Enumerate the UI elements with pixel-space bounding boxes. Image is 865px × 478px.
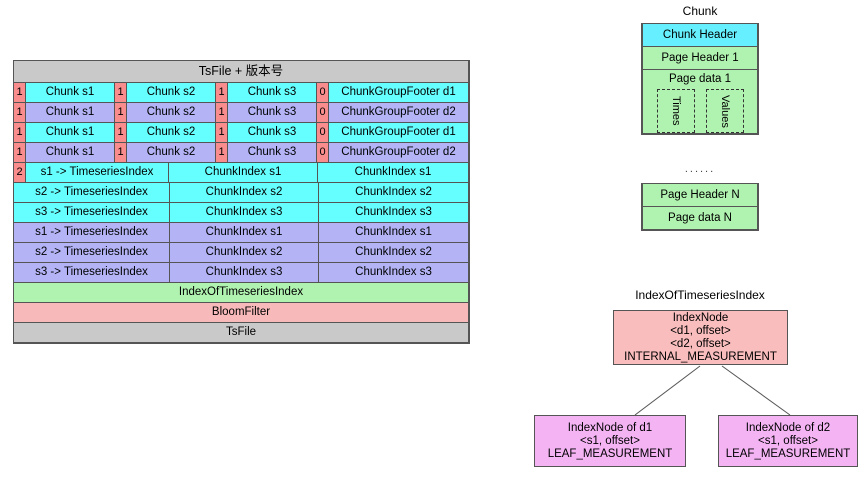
root-line-2: <d1, offset> — [670, 324, 731, 337]
tsfile-footer-row: BloomFilter — [13, 302, 469, 323]
chunk-cell: Chunk s2 — [126, 122, 216, 143]
root-line-1: IndexNode — [672, 311, 729, 324]
page-data-1-label: Page data 1 — [668, 73, 732, 85]
chunk-index-cell-b: ChunkIndex s3 — [318, 202, 469, 223]
page-data-n-cell: Page data N — [642, 206, 758, 230]
chunk-index-cell-a: ChunkIndex s3 — [169, 262, 319, 283]
tsfile-footer-row: IndexOfTimeseriesIndex — [13, 282, 469, 303]
chunkgroup-footer-cell: ChunkGroupFooter d2 — [328, 102, 469, 123]
chunk-cell: Chunk s3 — [227, 142, 317, 163]
tsfile-footer-cell: BloomFilter — [13, 302, 469, 323]
chunk-diagram-title: Chunk — [682, 4, 718, 18]
leaf-d1-line-1: IndexNode of d1 — [567, 421, 653, 434]
values-block: Values — [705, 89, 744, 133]
leaf-d2-line-2: <s1, offset> — [758, 434, 818, 447]
chunk-cell: Chunk s2 — [126, 102, 216, 123]
page-data-1-cell: Page data 1 Times Values — [642, 69, 758, 134]
timeseries-index-cell: s3 -> TimeseriesIndex — [13, 262, 170, 283]
page-data-1-subblocks: Times Values — [643, 86, 757, 133]
chunk-box: Chunk Header Page Header 1 Page data 1 T… — [641, 23, 759, 135]
tsfile-footer-cell: TsFile — [13, 322, 469, 343]
tsfile-footer-row: TsFile — [13, 322, 469, 343]
chunk-index-cell-a: ChunkIndex s2 — [169, 242, 319, 263]
page-header-n-cell: Page Header N — [642, 183, 758, 207]
chunk-index-cell-b: ChunkIndex s1 — [318, 222, 469, 243]
leaf-d2-line-3: LEAF_MEASUREMENT — [725, 447, 851, 460]
timeseries-index-cell: s3 -> TimeseriesIndex — [13, 202, 170, 223]
root-line-3: <d2, offset> — [670, 337, 731, 350]
times-label: Times — [670, 96, 682, 126]
chunk-index-cell-a: ChunkIndex s1 — [168, 162, 318, 183]
chunk-index-cell-b: ChunkIndex s3 — [318, 262, 469, 283]
index-node-leaf-d2: IndexNode of d2 <s1, offset> LEAF_MEASUR… — [718, 415, 858, 467]
leaf-d1-line-3: LEAF_MEASUREMENT — [547, 447, 673, 460]
chunk-index-cell-a: ChunkIndex s3 — [169, 202, 319, 223]
chunkgroup-footer-cell: ChunkGroupFooter d1 — [328, 122, 469, 143]
chunk-index-cell-b: ChunkIndex s2 — [318, 182, 469, 203]
chunk-cell: Chunk s1 — [25, 102, 115, 123]
chunk-cell: Chunk s1 — [25, 82, 115, 103]
values-label: Values — [719, 94, 731, 128]
chunk-ellipsis: ...... — [684, 163, 716, 175]
leaf-d1-line-2: <s1, offset> — [580, 434, 640, 447]
chunk-cell: Chunk s2 — [126, 82, 216, 103]
tsfile-title-cell: TsFile + 版本号 — [13, 60, 469, 83]
timeseries-index-cell: s1 -> TimeseriesIndex — [13, 222, 170, 243]
timeseries-index-cell: s2 -> TimeseriesIndex — [13, 182, 170, 203]
chunk-index-cell-a: ChunkIndex s1 — [169, 222, 319, 243]
index-tree-title: IndexOfTimeseriesIndex — [635, 288, 765, 302]
chunk-header-cell: Chunk Header — [642, 23, 758, 47]
chunk-index-cell-b: ChunkIndex s1 — [317, 162, 469, 183]
leaf-d2-line-1: IndexNode of d2 — [745, 421, 831, 434]
page-header-1-cell: Page Header 1 — [642, 46, 758, 70]
index-node-root: IndexNode <d1, offset> <d2, offset> INTE… — [613, 310, 788, 365]
chunk-cell: Chunk s3 — [227, 82, 317, 103]
chunk-box-tail: Page Header N Page data N — [641, 183, 759, 231]
root-line-4: INTERNAL_MEASUREMENT — [624, 350, 777, 363]
index-node-leaf-d1: IndexNode of d1 <s1, offset> LEAF_MEASUR… — [534, 415, 686, 467]
chunk-cell: Chunk s3 — [227, 102, 317, 123]
times-block: Times — [656, 89, 695, 133]
chunk-cell: Chunk s2 — [126, 142, 216, 163]
chunk-cell: Chunk s1 — [25, 142, 115, 163]
chunk-index-cell-b: ChunkIndex s2 — [318, 242, 469, 263]
tsfile-title-row: TsFile + 版本号 — [13, 60, 469, 83]
timeseries-index-cell: s2 -> TimeseriesIndex — [13, 242, 170, 263]
timeseries-index-cell: s1 -> TimeseriesIndex — [25, 162, 169, 183]
chunkgroup-footer-cell: ChunkGroupFooter d2 — [328, 142, 469, 163]
chunk-cell: Chunk s3 — [227, 122, 317, 143]
chunk-index-cell-a: ChunkIndex s2 — [169, 182, 319, 203]
chunkgroup-footer-cell: ChunkGroupFooter d1 — [328, 82, 469, 103]
chunk-cell: Chunk s1 — [25, 122, 115, 143]
tsfile-footer-cell: IndexOfTimeseriesIndex — [13, 282, 469, 303]
